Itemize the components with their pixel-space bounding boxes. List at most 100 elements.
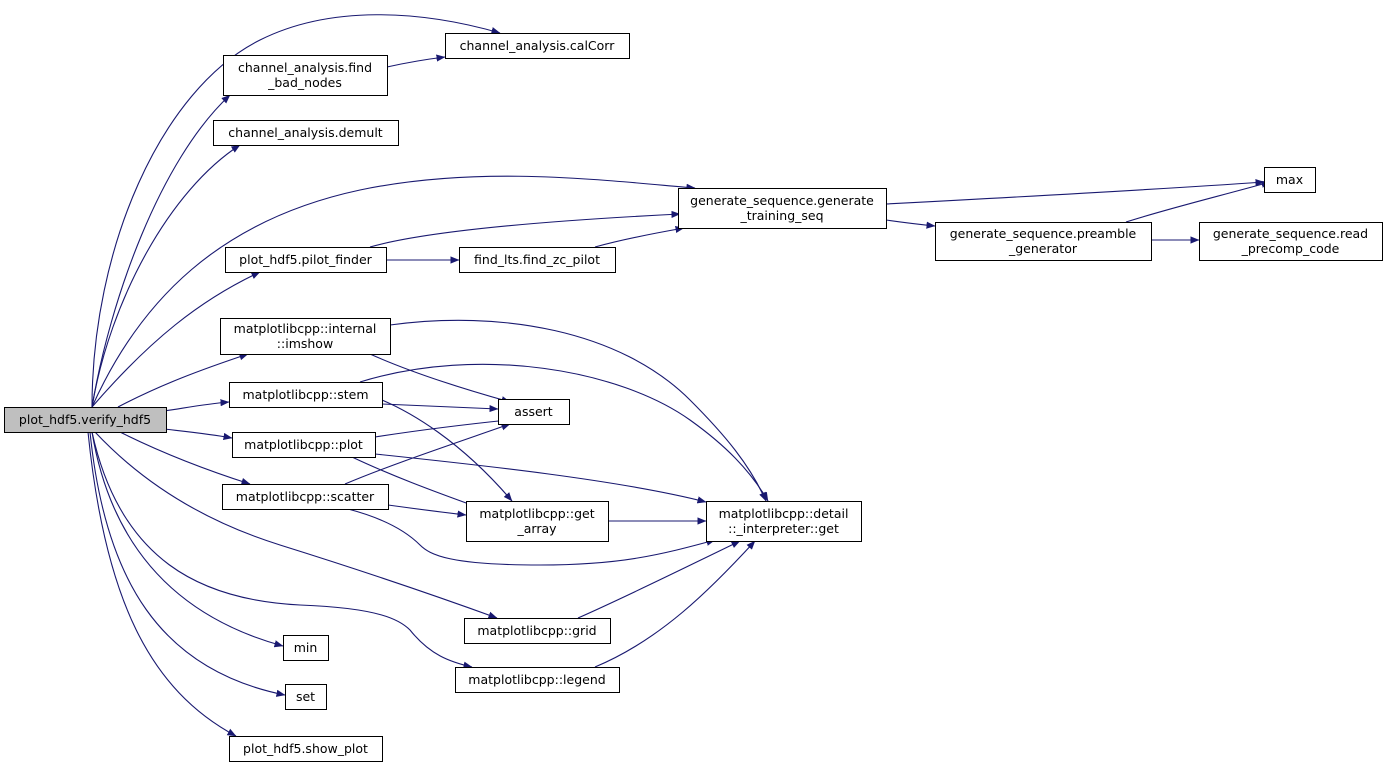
node-find_zc[interactable]: find_lts.find_zc_pilot [459, 247, 616, 273]
node-box [1264, 167, 1316, 193]
node-label: matplotlibcpp::grid [477, 623, 596, 638]
node-box [213, 120, 399, 146]
node-box [229, 736, 383, 762]
edge-scatter-to-interp_get [347, 508, 716, 566]
edge-root-to-plot [163, 428, 233, 441]
edge-stem-to-get_array [381, 399, 513, 502]
edge-root-to-demult [91, 144, 241, 408]
node-label: plot_hdf5.show_plot [243, 741, 368, 756]
node-show_plot[interactable]: plot_hdf5.show_plot [229, 736, 383, 762]
node-box [220, 318, 391, 355]
node-plot[interactable]: matplotlibcpp::plot [232, 432, 376, 458]
node-box [223, 55, 388, 96]
node-box [459, 247, 616, 273]
node-box [283, 635, 329, 661]
node-grid[interactable]: matplotlibcpp::grid [464, 618, 611, 644]
node-label: ::imshow [277, 336, 333, 351]
node-label: channel_analysis.demult [228, 125, 382, 140]
node-max[interactable]: max [1264, 167, 1316, 193]
node-label: _array [516, 521, 557, 536]
node-gen_training[interactable]: generate_sequence.generate_training_seq [678, 188, 887, 229]
node-get_array[interactable]: matplotlibcpp::get_array [466, 501, 609, 542]
edge-preamble-to-max [1125, 180, 1271, 223]
node-box [445, 33, 630, 59]
node-box [225, 247, 387, 273]
edge-root-to-gen_training [91, 175, 696, 408]
node-assert[interactable]: assert [498, 399, 570, 425]
node-label: matplotlibcpp::scatter [236, 489, 375, 504]
node-box [935, 222, 1152, 261]
node-pilot_finder[interactable]: plot_hdf5.pilot_finder [225, 247, 387, 273]
edge-stem-to-assert [381, 403, 499, 413]
edge-grid-to-interp_get [577, 540, 741, 619]
node-box [455, 667, 620, 693]
node-root[interactable]: plot_hdf5.verify_hdf5 [4, 407, 167, 433]
edge-imshow-to-interp_get [389, 319, 767, 502]
node-label: matplotlibcpp::internal [234, 321, 377, 336]
node-label: assert [514, 404, 553, 419]
node-calCorr[interactable]: channel_analysis.calCorr [445, 33, 630, 59]
edge-plot-to-get_array [351, 456, 481, 509]
node-label: set [296, 689, 315, 704]
edge-imshow-to-assert [369, 353, 511, 404]
edge-root-to-legend [91, 431, 473, 669]
edge-root-to-scatter [119, 431, 251, 485]
node-scatter[interactable]: matplotlibcpp::scatter [222, 484, 389, 510]
node-box [1199, 222, 1383, 261]
edge-root-to-pilot_finder [91, 271, 261, 408]
edge-root-to-min [91, 431, 284, 648]
node-label: channel_analysis.find [238, 60, 372, 75]
node-label: matplotlibcpp::plot [244, 437, 363, 452]
node-legend[interactable]: matplotlibcpp::legend [455, 667, 620, 693]
edge-root-to-stem [163, 399, 230, 412]
edge-gen_training-to-max [885, 179, 1265, 205]
node-label: channel_analysis.calCorr [460, 38, 616, 53]
node-demult[interactable]: channel_analysis.demult [213, 120, 399, 146]
node-box [466, 501, 609, 542]
edge-scatter-to-get_array [387, 504, 467, 518]
node-box [232, 432, 376, 458]
edge-root-to-grid [94, 431, 498, 619]
node-label: matplotlibcpp::get [479, 506, 594, 521]
node-stem[interactable]: matplotlibcpp::stem [229, 382, 383, 408]
node-label: generate_sequence.preamble [950, 226, 1137, 241]
node-label: matplotlibcpp::stem [242, 387, 368, 402]
node-preamble[interactable]: generate_sequence.preamble_generator [935, 222, 1152, 261]
node-box [4, 407, 167, 433]
node-box [229, 382, 383, 408]
node-label: _generator [1008, 241, 1078, 256]
node-label: max [1276, 172, 1303, 187]
node-box [222, 484, 389, 510]
node-find_bad_nodes[interactable]: channel_analysis.find_bad_nodes [223, 55, 388, 96]
edge-find_bad_nodes-to-calCorr [386, 54, 446, 68]
node-label: _precomp_code [1241, 241, 1340, 256]
nodes-layer: plot_hdf5.verify_hdf5 channel_analysis.ca… [4, 33, 1383, 762]
node-label: _training_seq [739, 208, 823, 223]
node-imshow[interactable]: matplotlibcpp::internal::imshow [220, 318, 391, 355]
edge-root-to-show_plot [87, 431, 237, 737]
node-read_precomp[interactable]: generate_sequence.read_precomp_code [1199, 222, 1383, 261]
node-set[interactable]: set [285, 684, 327, 710]
node-label: find_lts.find_zc_pilot [474, 252, 600, 267]
edge-plot-to-interp_get [374, 453, 707, 504]
edge-root-to-set [89, 431, 286, 697]
node-label: matplotlibcpp::legend [468, 672, 605, 687]
edge-find_zc-to-gen_training [594, 225, 685, 248]
edge-gen_training-to-preamble [885, 219, 936, 229]
edges-layer [87, 14, 1271, 737]
node-label: matplotlibcpp::detail [719, 506, 849, 521]
edge-pilot_finder-to-gen_training [369, 210, 681, 248]
edge-plot-to-assert [374, 417, 509, 438]
edge-stem-to-interp_get [359, 363, 769, 502]
node-box [464, 618, 611, 644]
edge-root-to-imshow [117, 353, 249, 408]
node-box [678, 188, 887, 229]
node-box [285, 684, 327, 710]
node-label: plot_hdf5.verify_hdf5 [19, 412, 151, 427]
node-label: min [294, 640, 318, 655]
edge-scatter-to-assert [344, 423, 511, 485]
node-label: generate_sequence.generate [690, 193, 874, 208]
node-min[interactable]: min [283, 635, 329, 661]
node-interp_get[interactable]: matplotlibcpp::detail::_interpreter::get [706, 501, 862, 542]
